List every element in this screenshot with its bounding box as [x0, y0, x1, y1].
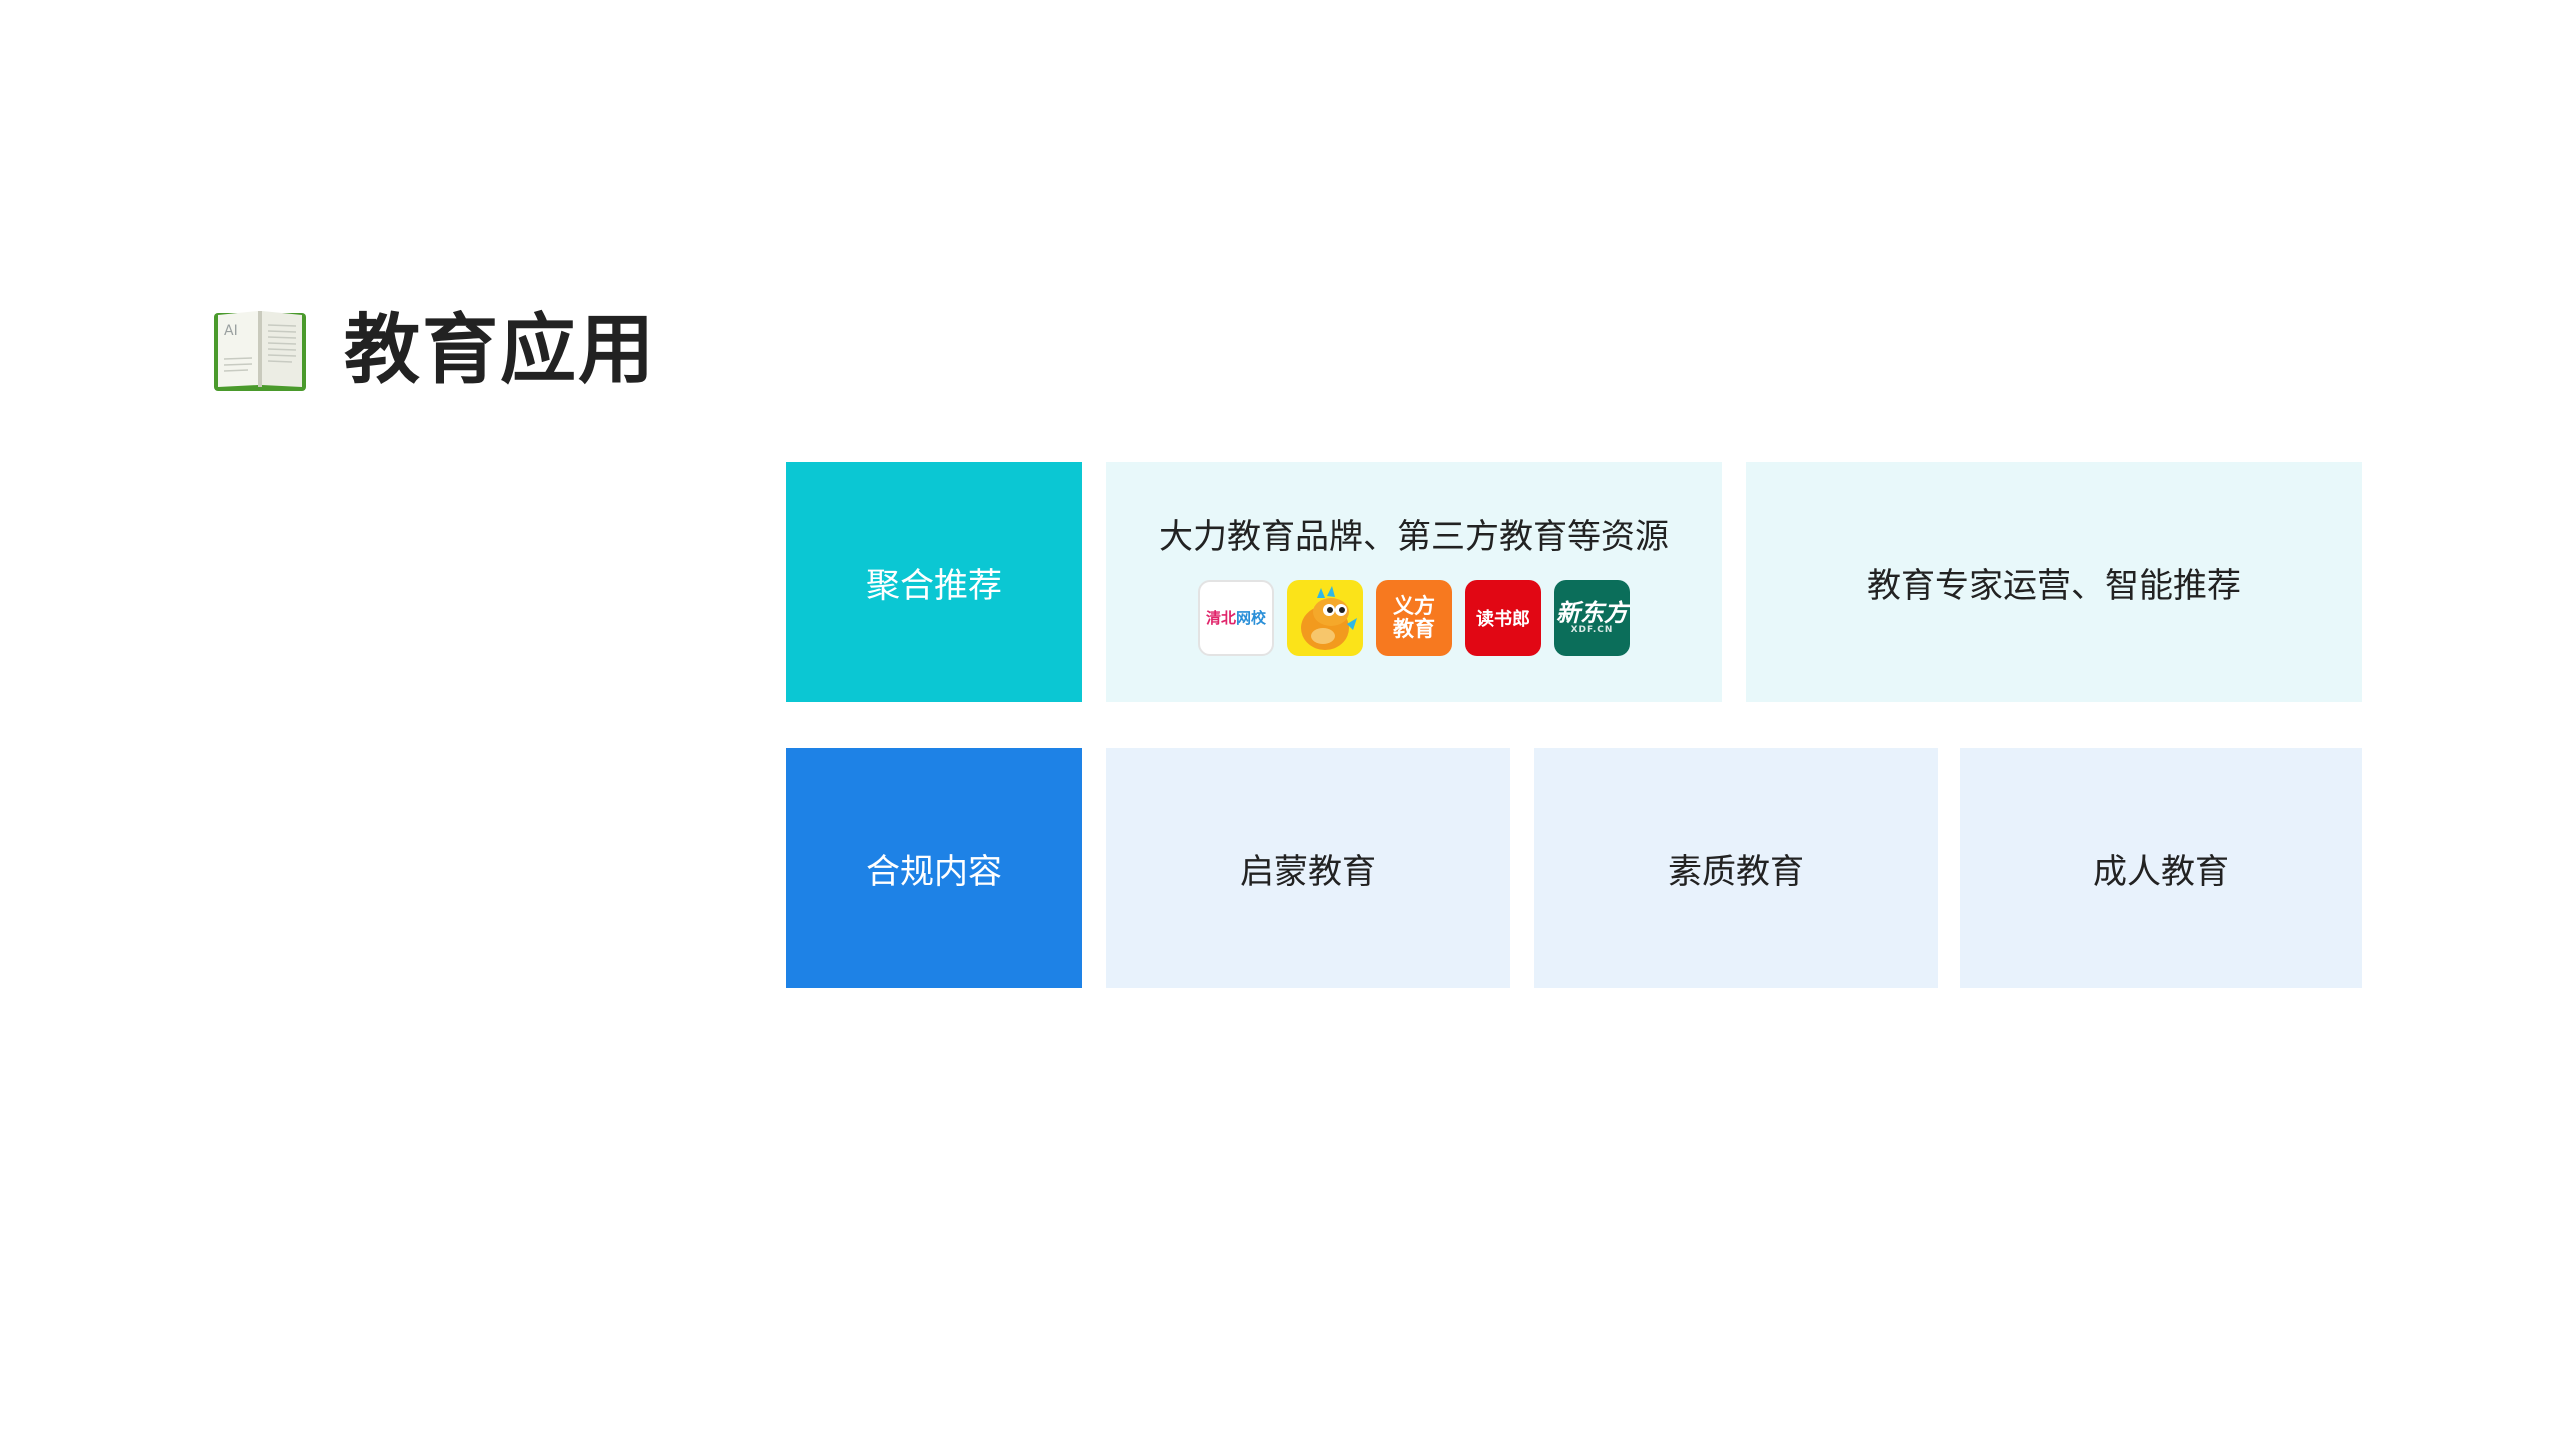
page-title: 教育应用 [344, 305, 656, 394]
row-label-text: 聚合推荐 [866, 565, 1002, 606]
dino-mascot-icon [1301, 585, 1357, 650]
open-book-icon: AI [212, 307, 308, 393]
logo-text: 新东方 [1556, 598, 1628, 627]
logo-text: 清北 [1205, 609, 1236, 627]
cell-text: 启蒙教育 [1240, 851, 1376, 892]
logo-text: 网校 [1236, 609, 1267, 627]
cell-quality-education: 素质教育 [1534, 748, 1938, 988]
logo-text: 义方 [1393, 593, 1435, 618]
xindongfang-logo: 新东方 XDF.CN [1554, 579, 1630, 656]
row-label-aggregated-recommendation: 聚合推荐 [786, 462, 1082, 702]
cell-text: 大力教育品牌、第三方教育等资源 [1159, 516, 1669, 557]
logo-text: 教育 [1393, 616, 1435, 641]
qingbei-logo: 清北网校 [1198, 579, 1274, 656]
brand-logo-row: 清北网校 义方 教育 读书郎 新东方 XDF.CN [1198, 579, 1630, 656]
cell-adult-education: 成人教育 [1960, 748, 2362, 988]
header: AI 教育应用 [212, 300, 656, 400]
cell-text: 成人教育 [2093, 851, 2229, 892]
dushulang-logo: 读书郎 [1465, 579, 1541, 656]
logo-subtext: XDF.CN [1570, 624, 1614, 635]
cell-expert-operation: 教育专家运营、智能推荐 [1746, 462, 2362, 702]
svg-text:AI: AI [224, 323, 238, 339]
row-label-text: 合规内容 [866, 851, 1002, 892]
dino-mascot-logo [1287, 579, 1363, 656]
logo-text: 读书郎 [1476, 608, 1530, 630]
cell-enlightenment-education: 启蒙教育 [1106, 748, 1510, 988]
cell-text: 素质教育 [1668, 851, 1804, 892]
cell-education-resources: 大力教育品牌、第三方教育等资源 清北网校 义方 教育 读书郎 新东方 [1106, 462, 1722, 702]
yifang-logo: 义方 教育 [1376, 579, 1452, 656]
row-label-compliant-content: 合规内容 [786, 748, 1082, 988]
cell-text: 教育专家运营、智能推荐 [1867, 565, 2241, 606]
